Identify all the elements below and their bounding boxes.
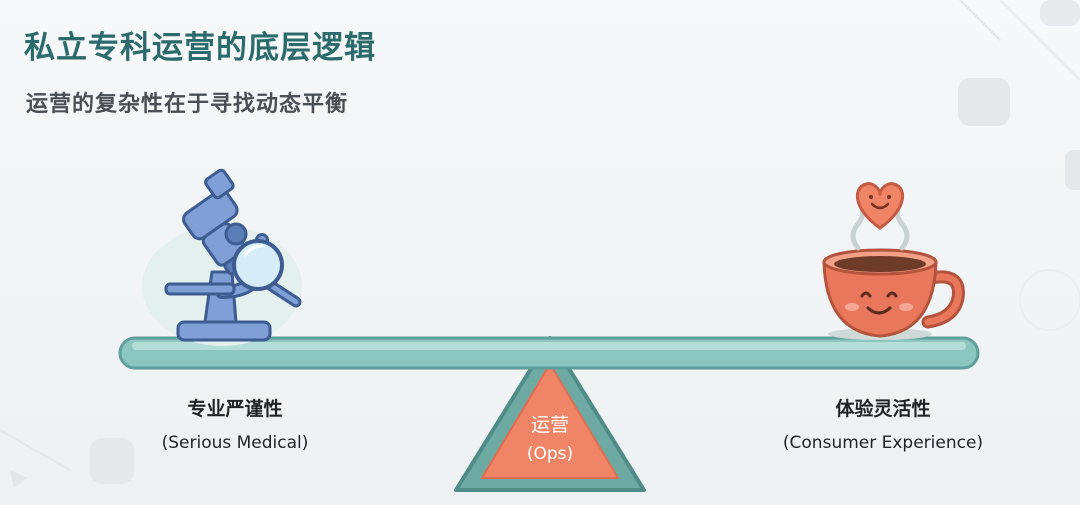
right-side-label: 体验灵活性 (Consumer Experience): [752, 396, 1014, 456]
fulcrum-triangle: [454, 336, 646, 492]
page-subtitle: 运营的复杂性在于寻找动态平衡: [26, 92, 349, 117]
fulcrum-label: 运营 (Ops): [500, 412, 600, 466]
left-side-label: 专业严谨性 (Serious Medical): [110, 396, 360, 456]
serious-medical-label-cn: 专业严谨性: [187, 398, 283, 420]
coffee-cup-icon: [822, 182, 965, 340]
ops-label-cn: 运营: [530, 414, 569, 436]
balance-beam: [118, 336, 980, 370]
page-title: 私立专科运营的底层逻辑: [24, 30, 376, 66]
consumer-experience-label-cn: 体验灵活性: [835, 398, 931, 420]
ops-label-en: (Ops): [526, 444, 574, 464]
consumer-experience-label-en: (Consumer Experience): [782, 433, 984, 453]
serious-medical-label-en: (Serious Medical): [161, 433, 309, 453]
microscope-icon: [142, 168, 302, 346]
